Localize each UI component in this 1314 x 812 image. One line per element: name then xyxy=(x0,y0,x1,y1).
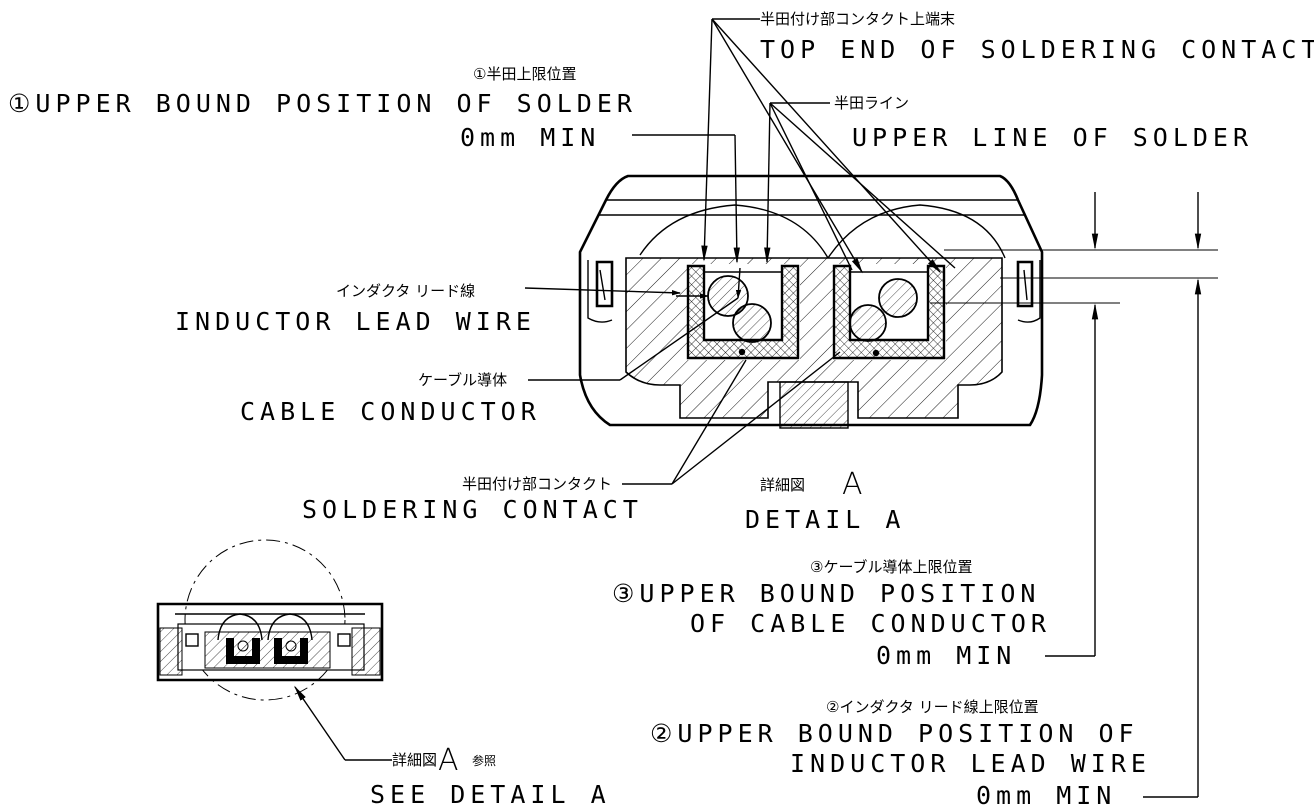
inductor-lead-en: INDUCTOR LEAD WIRE xyxy=(175,307,536,336)
center-slot xyxy=(779,381,849,429)
overview-outline xyxy=(156,602,384,682)
leader-lines xyxy=(524,18,956,485)
cable-conductor-en: CABLE CONDUCTOR xyxy=(240,397,541,426)
cable-conductor-jp: ケーブル導体 xyxy=(418,371,507,389)
housing-outline xyxy=(578,174,1044,427)
solder-line-en: UPPER LINE OF SOLDER xyxy=(852,123,1253,152)
overview-contact-right xyxy=(274,638,308,664)
cable-conductor-right xyxy=(849,304,887,342)
dome-right xyxy=(827,204,1006,259)
overview-contact-left xyxy=(226,638,260,664)
solder-dot-left xyxy=(738,348,746,356)
see-detail-jp: 詳細図 xyxy=(392,751,437,769)
clip-left xyxy=(595,260,614,308)
overview-dome-right xyxy=(267,613,313,641)
clip-left-outer xyxy=(587,260,613,323)
upper-bound-cable-jp: ③ケーブル導体上限位置 xyxy=(810,558,973,576)
upper-bound-cable-min: 0mm MIN xyxy=(876,641,1016,670)
detail-a-jp: 詳細図 xyxy=(760,476,805,494)
cable-conductor-left xyxy=(732,303,772,343)
clip-right-outer xyxy=(1017,260,1041,323)
upper-bound-cable-en1: ③UPPER BOUND POSITION xyxy=(612,579,1040,608)
overview-view xyxy=(156,539,392,761)
soldering-contact-en: SOLDERING CONTACT xyxy=(302,495,643,524)
arrow-inner-2 xyxy=(735,267,742,299)
clip-right xyxy=(1016,260,1034,308)
upper-bound-inductor-jp: ②インダクタ リード線上限位置 xyxy=(826,698,1039,716)
upper-bound-solder-min: 0mm MIN xyxy=(460,123,600,152)
detail-a-letter: A xyxy=(842,467,863,502)
upper-bound-solder-en: ①UPPER BOUND POSITION OF SOLDER xyxy=(8,89,637,118)
overview-hatch-right xyxy=(351,627,381,676)
contact-left xyxy=(686,264,800,360)
inductor-wire-right xyxy=(878,278,918,318)
labels: 半田付け部コンタクト上端末 TOP END OF SOLDERING CONTA… xyxy=(8,10,1314,810)
upper-bound-inductor-en1: ②UPPER BOUND POSITION OF xyxy=(650,719,1139,748)
see-detail-suffix: 参照 xyxy=(472,753,496,768)
see-detail-letter: A xyxy=(438,743,459,778)
top-end-jp: 半田付け部コンタクト上端末 xyxy=(760,10,955,28)
upper-bound-cable-en2: OF CABLE CONDUCTOR xyxy=(690,609,1051,638)
dome-left xyxy=(639,204,829,259)
solder-dot-right xyxy=(872,349,880,357)
dimension-lines xyxy=(930,192,1218,798)
detail-a-view xyxy=(578,174,1044,429)
detail-circle xyxy=(184,539,346,701)
see-detail-en: SEE DETAIL A xyxy=(370,780,611,809)
housing-inner-top xyxy=(598,199,1026,216)
upper-bound-inductor-en2: INDUCTOR LEAD WIRE xyxy=(790,749,1151,778)
overview-hatch-left xyxy=(159,627,183,676)
upper-bound-inductor-min: 0mm MIN xyxy=(976,781,1116,810)
inductor-lead-jp: インダクタ リード線 xyxy=(336,282,475,300)
solder-line-jp: 半田ライン xyxy=(834,94,909,112)
top-end-en: TOP END OF SOLDERING CONTACT xyxy=(760,35,1314,64)
upper-bound-solder-jp: ①半田上限位置 xyxy=(473,65,576,83)
soldering-contact-jp: 半田付け部コンタクト xyxy=(462,475,612,493)
detail-a-en: DETAIL A xyxy=(745,505,905,534)
overview-dome-left xyxy=(217,613,263,641)
